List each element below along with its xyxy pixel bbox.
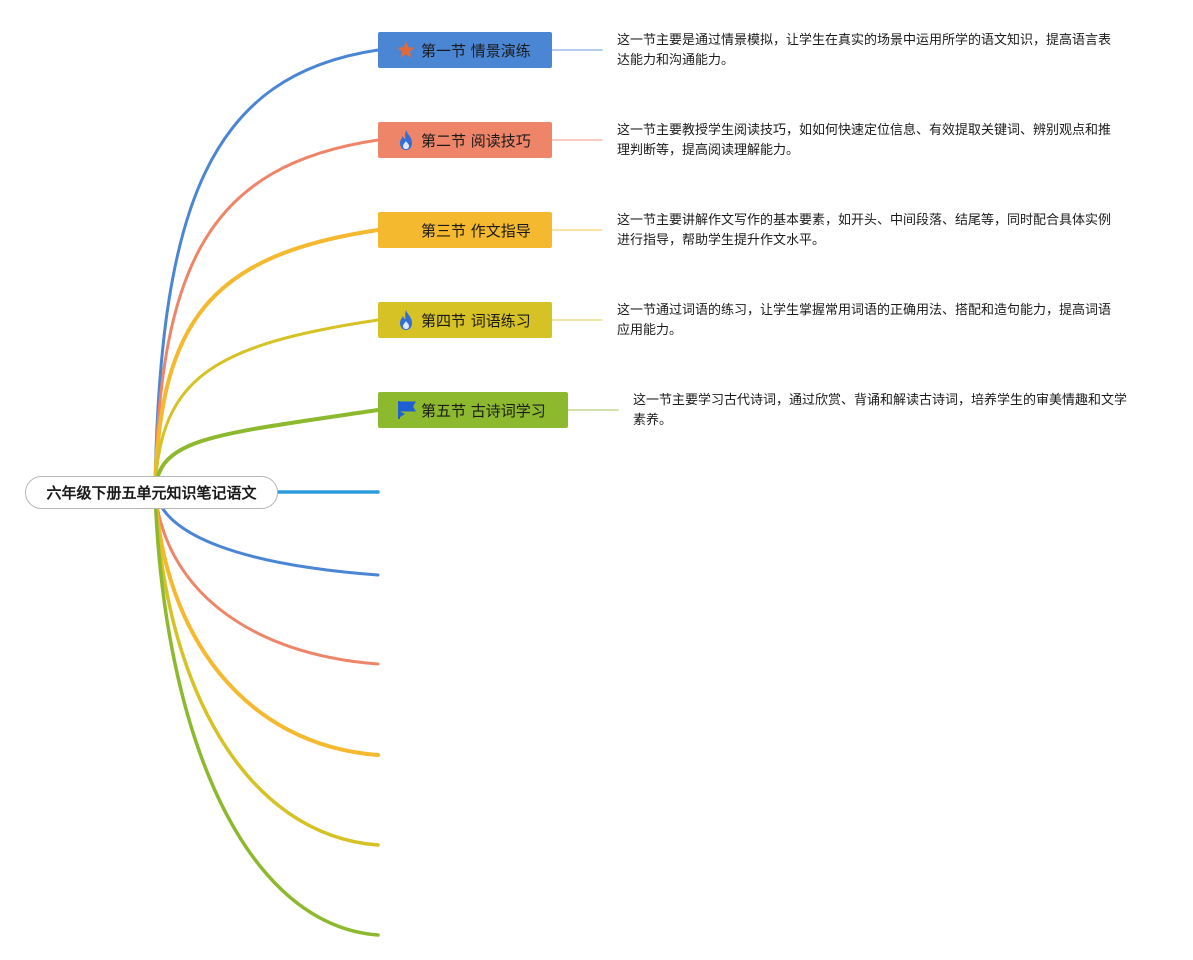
empty-branch-line xyxy=(153,488,380,847)
topic-node[interactable]: 第四节 词语练习 xyxy=(378,302,552,338)
star-icon xyxy=(396,39,418,61)
topic-description: 这一节主要是通过情景模拟，让学生在真实的场景中运用所学的语文知识，提高语言表达能… xyxy=(617,33,1112,68)
topic-description: 这一节主要教授学生阅读技巧，如如何快速定位信息、有效提取关键词、辨别观点和推理判… xyxy=(617,123,1112,158)
branch-line xyxy=(153,48,380,492)
flag-icon xyxy=(396,399,418,421)
root-topic-label: 六年级下册五单元知识笔记语文 xyxy=(46,484,257,502)
root-topic[interactable]: 六年级下册五单元知识笔记语文 xyxy=(25,476,278,509)
topic-node[interactable]: 第三节 作文指导 xyxy=(378,212,552,248)
topic-description: 这一节主要讲解作文写作的基本要素，如开头、中间段落、结尾等，同时配合具体实例进行… xyxy=(617,213,1112,248)
branch-line xyxy=(153,408,380,492)
topic-label: 第一节 情景演练 xyxy=(421,41,531,60)
topic-node[interactable]: 第一节 情景演练 xyxy=(378,32,552,68)
topic-node[interactable]: 第五节 古诗词学习 xyxy=(378,392,568,428)
branch-line xyxy=(153,318,380,492)
branch-line xyxy=(153,138,380,492)
topic-description: 这一节主要学习古代诗词，通过欣赏、背诵和解读古诗词，培养学生的审美情趣和文学素养… xyxy=(633,393,1128,428)
empty-branch-line xyxy=(153,488,380,757)
topic-label: 第二节 阅读技巧 xyxy=(421,131,531,150)
fire-icon xyxy=(396,309,418,331)
topic-label: 第四节 词语练习 xyxy=(421,311,531,330)
fire-icon xyxy=(396,129,418,151)
topic-description: 这一节通过词语的练习，让学生掌握常用词语的正确用法、搭配和造句能力，提高词语应用… xyxy=(617,303,1112,338)
topic-label: 第三节 作文指导 xyxy=(421,221,531,240)
topic-label: 第五节 古诗词学习 xyxy=(421,401,546,420)
empty-branch-line xyxy=(153,488,380,666)
topic-node[interactable]: 第二节 阅读技巧 xyxy=(378,122,552,158)
empty-branch-line xyxy=(153,488,380,937)
no-icon xyxy=(396,219,418,241)
branch-line xyxy=(153,228,380,492)
